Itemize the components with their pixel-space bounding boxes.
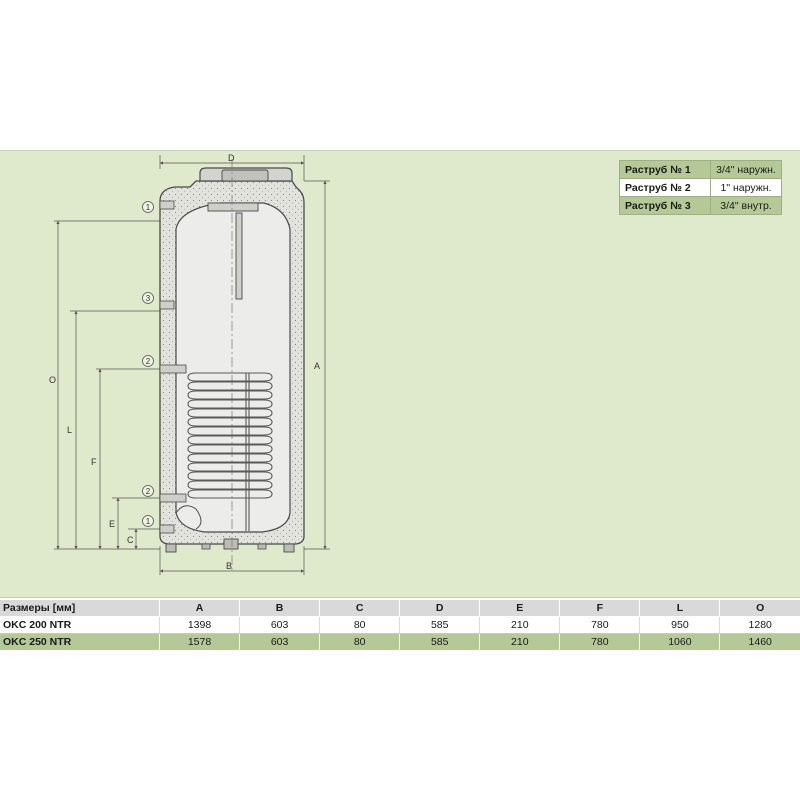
table-cell: 585 — [399, 616, 480, 634]
coil-turn — [187, 480, 273, 490]
dim-label-d: D — [228, 153, 235, 163]
dim-label-f: F — [91, 457, 97, 467]
coil-turn — [187, 372, 273, 382]
legend-label: Раструб № 1 — [619, 160, 711, 179]
coil-turn — [187, 435, 273, 445]
table-header-cell: C — [319, 600, 400, 617]
coil-turn — [187, 444, 273, 454]
table-cell: 210 — [479, 616, 560, 634]
legend-label: Раструб № 2 — [619, 178, 711, 197]
table-cell: 950 — [639, 616, 720, 634]
legend-value: 3/4" наружн. — [710, 160, 782, 179]
table-cell: 780 — [559, 633, 640, 650]
coil-turn — [187, 399, 273, 409]
dim-label-b: B — [226, 561, 232, 571]
coil-turn — [187, 471, 273, 481]
table-header-cell: O — [719, 600, 800, 617]
table-cell: 1280 — [719, 616, 800, 634]
coil-turn — [187, 426, 273, 436]
svg-text:1: 1 — [146, 203, 151, 212]
svg-text:3: 3 — [146, 294, 151, 303]
marker-3: 3 — [142, 292, 154, 304]
marker-2-lower: 2 — [142, 485, 154, 497]
coil-turn — [187, 462, 273, 472]
table-header-cell: B — [239, 600, 320, 617]
marker-1-bottom: 1 — [142, 515, 154, 527]
dim-label-o: O — [49, 375, 56, 385]
model-name-cell: OKC 200 NTR — [0, 616, 160, 634]
coil-turn — [187, 408, 273, 418]
dim-label-c: C — [127, 535, 134, 545]
table-cell: 1398 — [158, 616, 240, 634]
marker-1-top: 1 — [142, 201, 154, 213]
coil-turn — [187, 381, 273, 391]
dimension-lines — [54, 155, 330, 575]
table-header-cell: E — [479, 600, 560, 617]
table-header-cell: L — [639, 600, 720, 617]
coil-turn — [187, 453, 273, 463]
table-header-cell: D — [399, 600, 480, 617]
heat-exchanger-coil — [187, 372, 273, 499]
coil-turn — [187, 390, 273, 400]
table-cell: 210 — [479, 633, 560, 650]
dim-label-l: L — [67, 425, 72, 435]
table-cell: 1578 — [158, 633, 240, 650]
table-cell: 585 — [399, 633, 480, 650]
table-cell: 1460 — [719, 633, 800, 650]
table-header-cell: F — [559, 600, 640, 617]
coil-turn — [187, 417, 273, 427]
inner-tank — [175, 159, 291, 571]
dim-label-a: A — [314, 361, 320, 371]
dim-label-e: E — [109, 519, 115, 529]
table-header-cell: A — [158, 600, 240, 617]
table-cell: 603 — [239, 633, 320, 650]
marker-2-upper: 2 — [142, 355, 154, 367]
table-cell: 80 — [319, 616, 400, 634]
connector-markers: 1 3 2 2 1 — [142, 201, 154, 527]
table-cell: 80 — [319, 633, 400, 650]
coil-turn — [187, 489, 273, 499]
legend-value: 1" наружн. — [710, 178, 782, 197]
svg-text:2: 2 — [146, 357, 151, 366]
table-cell: 1060 — [639, 633, 720, 650]
model-name-cell: OKC 250 NTR — [0, 633, 160, 650]
table-header-label: Размеры [мм] — [0, 600, 160, 617]
svg-text:1: 1 — [146, 517, 151, 526]
table-cell: 780 — [559, 616, 640, 634]
diagram-panel: D B A O L F E C 1 3 2 2 — [0, 150, 800, 598]
svg-text:2: 2 — [146, 487, 151, 496]
legend-value: 3/4" внутр. — [710, 196, 782, 215]
water-heater-drawing: D B A O L F E C 1 3 2 2 — [49, 153, 330, 575]
dimension-letters: D B A O L F E C — [49, 153, 320, 571]
legend-label: Раструб № 3 — [619, 196, 711, 215]
table-cell: 603 — [239, 616, 320, 634]
